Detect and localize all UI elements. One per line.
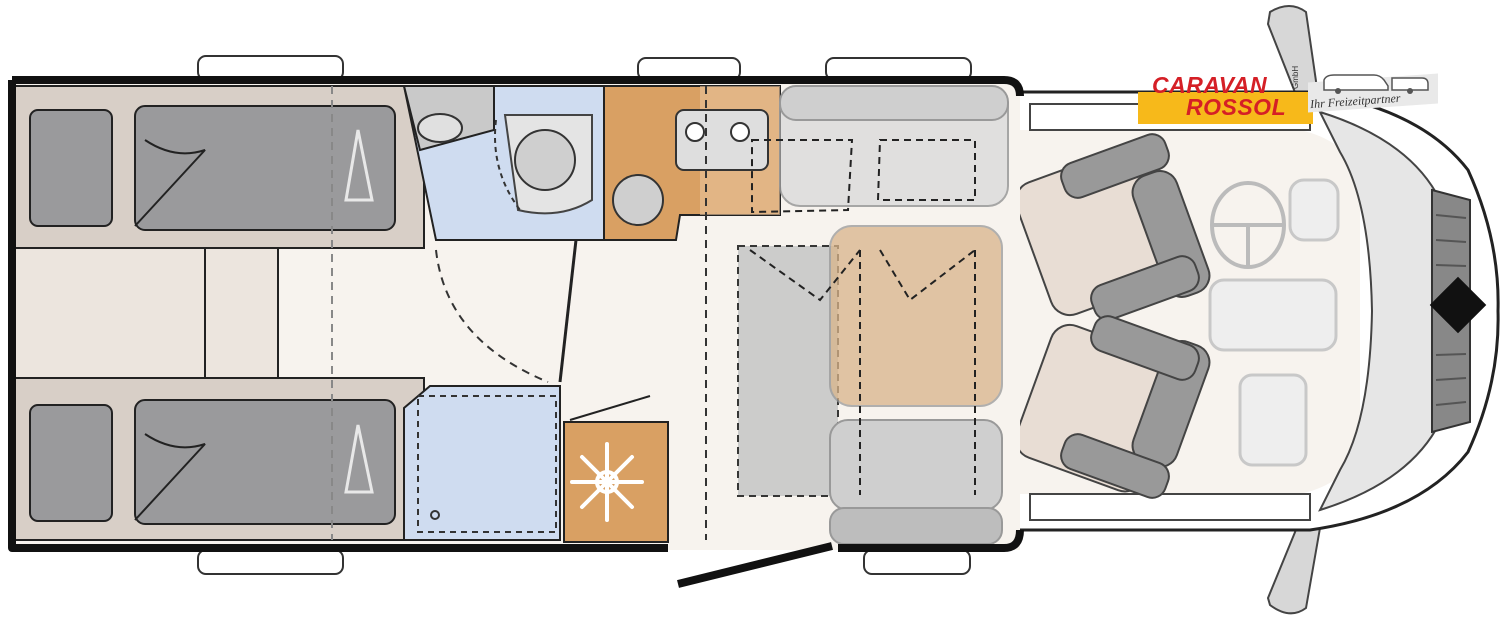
dealer-logo: CARAVAN ROSSOL GmbH Ihr Freizeitpartner	[1138, 66, 1438, 124]
driver-seat	[1014, 133, 1211, 321]
walls	[8, 76, 1024, 552]
rear-bed-left	[13, 85, 425, 249]
rear-bed-right	[13, 377, 425, 541]
kitchen-sink-icon	[612, 174, 664, 226]
logo-suffix: GmbH	[1291, 65, 1300, 89]
caravan-logo-icon	[1323, 74, 1429, 94]
passenger-seat	[1014, 315, 1211, 499]
hanger-icon	[344, 129, 374, 494]
dining-table	[829, 225, 1003, 407]
logo-line2: ROSSOL	[1186, 94, 1287, 120]
shower	[403, 385, 561, 541]
bathroom	[402, 85, 605, 383]
toilet-icon	[514, 129, 576, 191]
sink-icon	[417, 113, 463, 143]
grille-lines	[1435, 214, 1467, 406]
snowflake-icon	[570, 442, 644, 522]
windows	[197, 55, 972, 575]
windshield	[1318, 110, 1441, 512]
fridge	[563, 395, 669, 543]
logo-line1: CARAVAN	[1152, 72, 1268, 98]
dinette	[737, 85, 1009, 545]
side-mirrors	[1266, 5, 1322, 615]
kitchen	[603, 85, 781, 540]
dashboard-consoles	[1208, 178, 1340, 467]
cab-door-right	[1029, 493, 1311, 521]
entry-door	[677, 542, 833, 588]
shower-drain-icon	[430, 510, 440, 520]
steering-wheel-icon	[1210, 181, 1286, 269]
brand-badge	[1429, 276, 1487, 334]
bed-extension	[13, 247, 279, 379]
logo-yellow-bar	[1138, 92, 1313, 124]
